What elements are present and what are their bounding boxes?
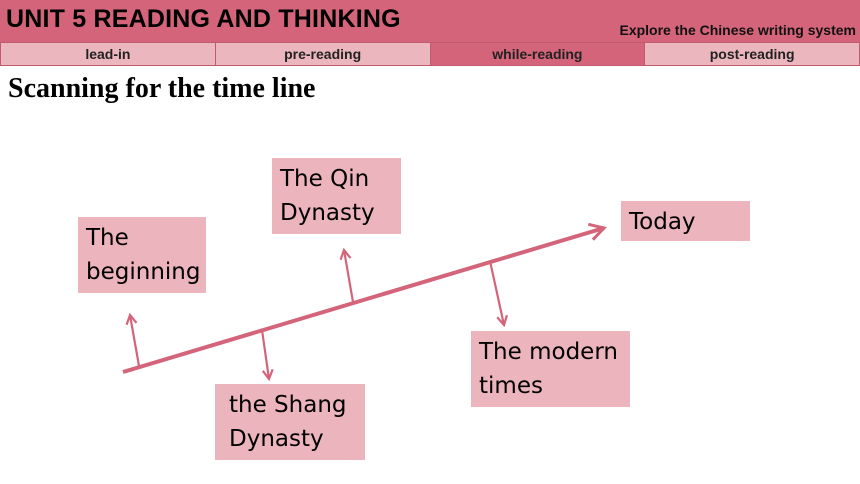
tab-pre-reading[interactable]: pre-reading [215, 42, 431, 66]
label-the-beginning[interactable]: The beginning [78, 217, 206, 293]
shang-pointer-arrow [260, 329, 269, 379]
modern-pointer-arrow [488, 260, 504, 325]
label-today[interactable]: Today [621, 201, 750, 241]
unit-title: UNIT 5 READING AND THINKING [6, 5, 401, 33]
lesson-subtitle: Explore the Chinese writing system [619, 22, 856, 38]
header-bar: UNIT 5 READING AND THINKING Explore the … [0, 0, 860, 42]
qin-pointer-arrow [344, 250, 355, 303]
tab-while-reading[interactable]: while-reading [430, 42, 646, 66]
label-qin-dynasty[interactable]: The Qin Dynasty [272, 158, 401, 234]
beginning-pointer-arrow [130, 315, 141, 367]
page-title: Scanning for the time line [8, 73, 316, 104]
label-shang-dynasty[interactable]: the Shang Dynasty [215, 384, 365, 460]
label-modern-times[interactable]: The modern times [471, 331, 630, 407]
timeline-axis-arrow [122, 228, 604, 374]
tab-lead-in[interactable]: lead-in [0, 42, 216, 66]
section-tabs: lead-in pre-reading while-reading post-r… [0, 42, 860, 66]
tab-post-reading[interactable]: post-reading [645, 42, 860, 66]
